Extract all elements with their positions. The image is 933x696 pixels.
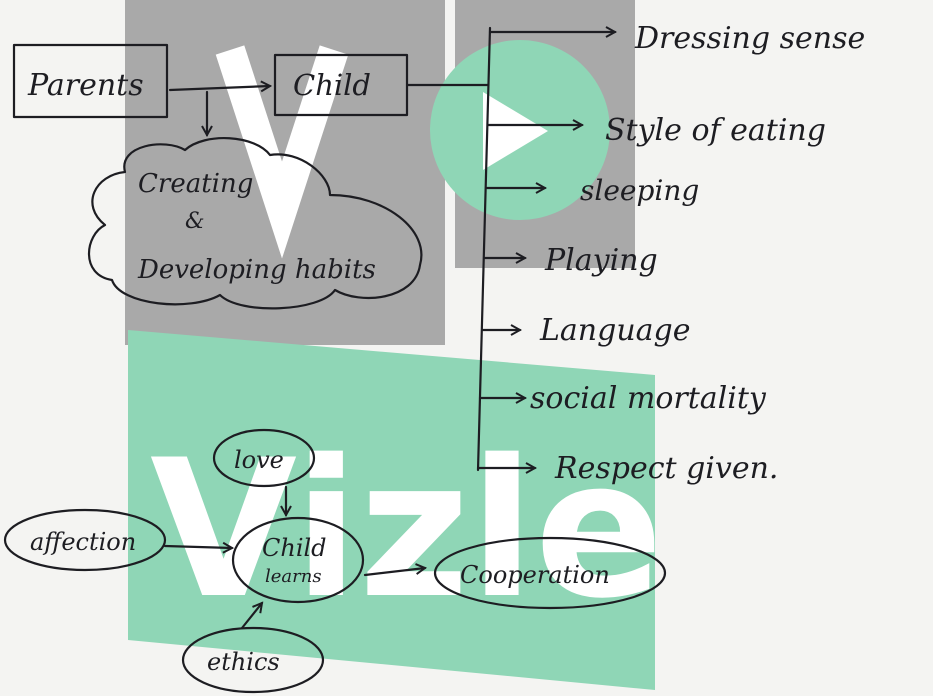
watermark-text: Vizle	[150, 419, 663, 640]
habits-line-3: Developing habits	[137, 255, 376, 285]
love-ellipse	[212, 428, 316, 488]
child-learns-line-1: Child	[262, 534, 327, 562]
habits-cloud	[87, 136, 423, 310]
branch-label-2: Style of eating	[605, 113, 826, 148]
branch-label-1: Dressing sense	[634, 21, 865, 56]
vizle-watermark-logo: Vizle	[125, 0, 663, 690]
habits-line-2: &	[185, 209, 205, 234]
parents-box	[12, 43, 169, 119]
ethics-ellipse	[181, 626, 325, 694]
ethics-label: ethics	[207, 648, 280, 676]
child-label: Child	[293, 68, 371, 102]
cooperation-ellipse	[433, 536, 667, 610]
parents-to-child-arrow	[168, 86, 270, 90]
affection-ellipse	[3, 508, 167, 572]
habits-line-1: Creating	[138, 169, 253, 199]
branch-label-6: social mortality	[530, 381, 767, 416]
ethics-to-child-arrow	[240, 603, 262, 630]
branch-label-7: Respect given.	[554, 451, 778, 486]
tree-trunk	[476, 26, 492, 472]
love-label: love	[234, 446, 284, 474]
branch-label-3: sleeping	[580, 174, 699, 207]
child-learns-line-2: learns	[265, 566, 322, 587]
child-learns-ellipse	[231, 516, 365, 604]
affection-to-child-arrow	[163, 546, 232, 548]
child-to-cooperation-arrow	[363, 568, 425, 577]
parents-label: Parents	[27, 68, 144, 103]
branch-label-4: Playing	[544, 243, 658, 278]
cooperation-label: Cooperation	[460, 561, 610, 589]
affection-label: affection	[30, 528, 136, 556]
branch-label-5: Language	[539, 313, 691, 348]
